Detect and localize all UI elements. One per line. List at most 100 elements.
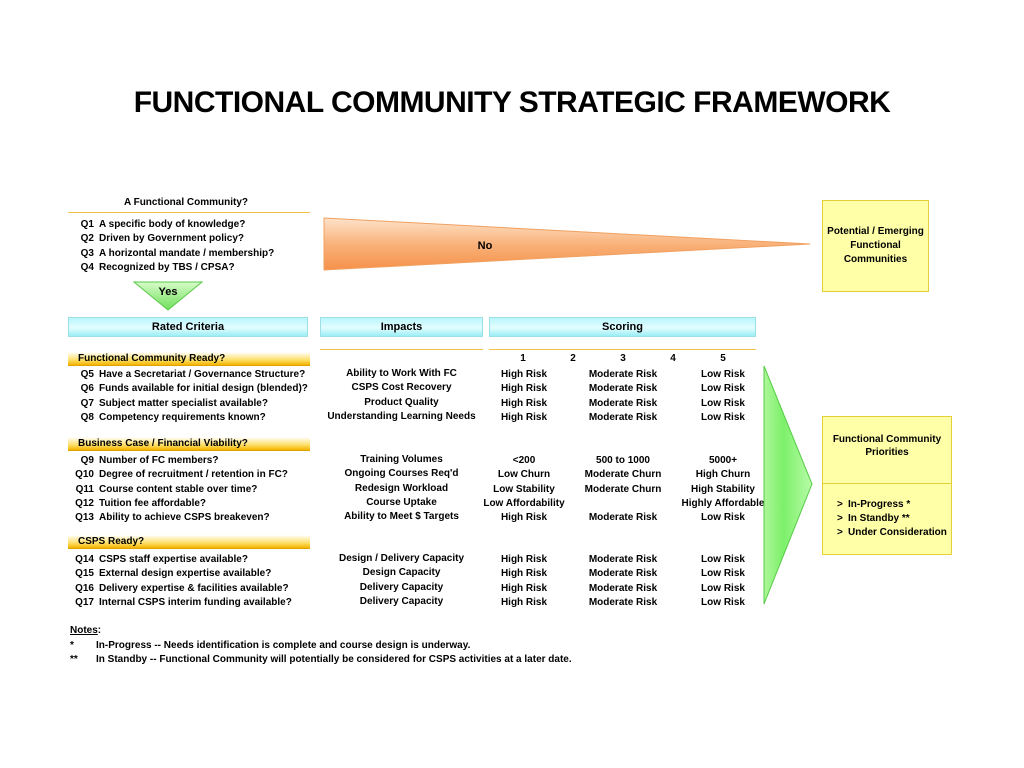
question-number: Q10 (75, 469, 94, 481)
question-text: Number of FC members? (99, 455, 219, 466)
bullet-marker: > (837, 513, 843, 524)
question-text: A horizontal mandate / membership? (99, 247, 275, 259)
impact-item: Ability to Meet $ Targets (344, 511, 459, 523)
section-header: CSPS Ready? (68, 535, 310, 549)
criteria-question: Q10 Degree of recruitment / retention in … (70, 469, 288, 480)
score-cell: High Risk (500, 582, 548, 594)
note-mark: * (70, 640, 74, 651)
fc-heading-divider (68, 212, 310, 213)
question-text: Recognized by TBS / CPSA? (99, 261, 235, 273)
score-cell: 5000+ (708, 455, 738, 466)
score-cell: Low Churn (497, 469, 551, 481)
priorities-list: >In-Progress *>In Standby **>Under Consi… (823, 483, 951, 540)
question-text: Ability to achieve CSPS breakeven? (99, 512, 270, 524)
scoring-divider (489, 349, 756, 350)
score-number: 3 (620, 353, 626, 364)
criteria-question: Q12 Tuition fee affordable? (70, 498, 206, 509)
score-cell: Moderate Risk (588, 568, 658, 580)
notes-colon: : (97, 625, 102, 636)
score-cell: High Risk (500, 369, 548, 380)
impact-item: Design / Delivery Capacity (338, 553, 465, 564)
score-cell: Low Risk (701, 554, 745, 565)
impact-item: Course Uptake (366, 496, 437, 508)
fc-question: Q1 A specific body of knowledge? (70, 219, 246, 230)
impact-item: Ability to Work With FC (346, 368, 457, 379)
question-number: Q11 (75, 483, 94, 495)
impact-item: Ongoing Courses Req'd (344, 468, 459, 480)
scoring-header: Scoring (489, 317, 756, 337)
fc-heading: A Functional Community? (123, 197, 249, 208)
score-cell: Moderate Churn (584, 483, 662, 495)
impact-item: Delivery Capacity (359, 581, 444, 593)
score-cell: Low Affordability (483, 497, 565, 509)
question-text: Competency requirements known? (99, 411, 266, 423)
priority-label: Under Consideration (848, 527, 947, 538)
question-text: External design expertise available? (99, 568, 272, 580)
priority-item: > In Standby ** (823, 512, 951, 526)
score-cell: Moderate Risk (588, 582, 658, 594)
score-cell: 500 to 1000 (596, 455, 650, 466)
question-number: Q2 (80, 233, 94, 245)
question-text: Degree of recruitment / retention in FC? (99, 469, 288, 481)
section-header: Business Case / Financial Viability? (68, 437, 310, 451)
priority-item: >In-Progress * (823, 498, 951, 512)
score-cell: Low Risk (701, 411, 745, 423)
score-number: 1 (520, 353, 526, 364)
priority-label: In Standby ** (848, 513, 910, 524)
score-cell: High Risk (500, 397, 548, 409)
score-cell: High Risk (500, 411, 548, 423)
note-line: *In-Progress -- Needs identification is … (70, 640, 470, 651)
score-cell: Moderate Risk (588, 411, 658, 423)
score-cell: High Risk (500, 554, 548, 565)
priority-label: In-Progress * (848, 499, 911, 510)
question-text: Tuition fee affordable? (99, 497, 207, 509)
score-cell: Low Risk (701, 582, 745, 594)
impacts-header: Impacts (320, 317, 483, 337)
potential-communities-label: Potential / Emerging Functional Communit… (827, 226, 924, 265)
impact-item: Redesign Workload (354, 482, 449, 494)
question-number: Q12 (75, 497, 94, 509)
question-text: Subject matter specialist available? (99, 397, 268, 409)
question-text: A specific body of knowledge? (99, 219, 246, 230)
impact-item: Training Volumes (360, 454, 443, 465)
fc-question: Q2 Driven by Government policy? (70, 233, 244, 244)
question-text: Delivery expertise & facilities availabl… (99, 582, 289, 594)
score-cell: Low Risk (701, 383, 745, 395)
priority-item: > Under Consideration (823, 526, 951, 540)
priorities-arrow (763, 365, 813, 605)
question-number: Q1 (80, 219, 94, 230)
question-number: Q7 (80, 397, 94, 409)
question-text: Course content stable over time? (99, 483, 258, 495)
yes-label: Yes (158, 286, 178, 298)
impact-item: CSPS Cost Recovery (351, 382, 452, 394)
question-text: Funds available for initial design (blen… (99, 383, 308, 395)
bullet-marker: > (837, 527, 843, 538)
notes-heading: Notes (70, 625, 98, 636)
score-cell: Moderate Risk (588, 397, 658, 409)
question-text: Have a Secretariat / Governance Structur… (99, 369, 306, 380)
no-arrow (323, 217, 811, 271)
section-header: Functional Community Ready? (68, 352, 310, 366)
score-number: 5 (720, 353, 726, 364)
criteria-question: Q11 Course content stable over time? (70, 483, 258, 495)
score-cell: High Churn (695, 469, 751, 481)
score-cell: Low Stability (493, 483, 555, 495)
score-cell: Low Risk (701, 512, 745, 524)
score-cell: High Risk (500, 596, 548, 608)
question-text: Driven by Government policy? (99, 233, 245, 245)
score-cell: High Risk (500, 383, 548, 395)
score-cell: Moderate Risk (588, 512, 658, 524)
question-number: Q17 (75, 596, 94, 608)
score-cell: High Risk (500, 568, 548, 580)
score-cell: High Risk (500, 512, 548, 524)
page-title: FUNCTIONAL COMMUNITY STRATEGIC FRAMEWORK (133, 86, 891, 119)
criteria-question: Q7 Subject matter specialist available? (70, 398, 268, 409)
